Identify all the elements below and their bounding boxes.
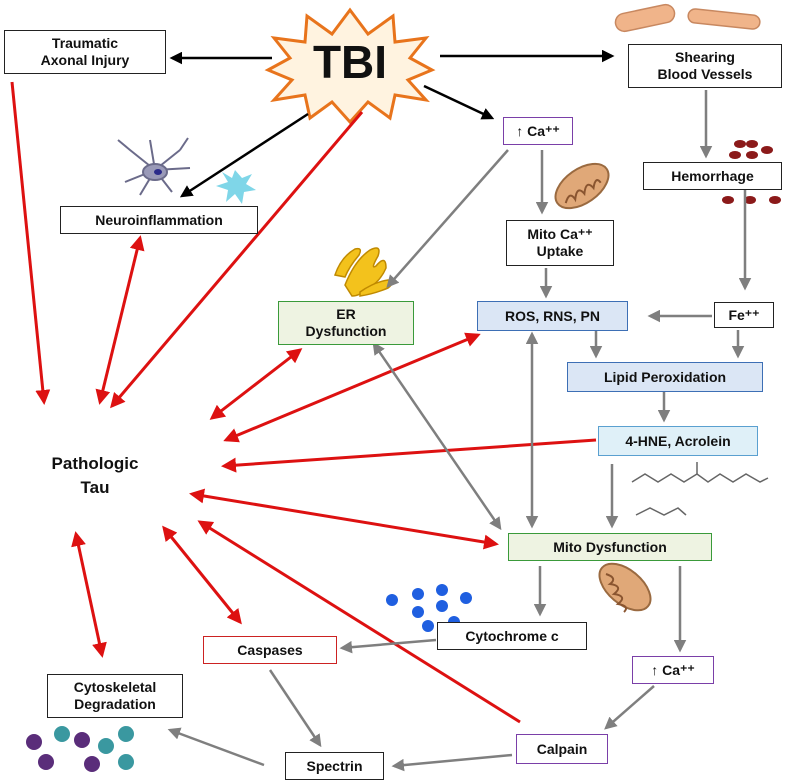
degradation-dot-icon [26, 726, 134, 772]
arrow-calpain-to-spectrin [391, 753, 513, 772]
aldehyde-structure-icon [631, 462, 769, 516]
blood-vessel-icon [614, 3, 761, 33]
red-blood-cell-icon [722, 140, 781, 204]
arrow-er-mito [372, 341, 502, 531]
node-ros-rns-pn: ROS, RNS, PN [477, 301, 628, 331]
arrow-caspases-tau [162, 525, 242, 625]
node-mito-ca-uptake: Mito Ca⁺⁺ Uptake [506, 220, 614, 266]
arrow-er-tau [209, 348, 303, 420]
gray-arrows [167, 90, 752, 772]
node-neuroinflammation: Neuroinflammation [60, 206, 258, 234]
node-fe: Fe⁺⁺ [714, 302, 774, 328]
node-mito-dysfunction: Mito Dysfunction [508, 533, 712, 561]
node-traumatic-axonal-injury: Traumatic Axonal Injury [4, 30, 166, 74]
node-cytoskeletal-degradation: Cytoskeletal Degradation [47, 674, 183, 718]
mitochondrion-icon [554, 162, 610, 210]
arrow-tbi-to-neuroinflammation [179, 112, 309, 198]
node-spectrin: Spectrin [285, 752, 384, 780]
node-hemorrhage: Hemorrhage [643, 162, 782, 190]
arrow-neuroinflammation-tau [95, 235, 145, 405]
glia-icon [216, 170, 256, 204]
node-er-dysfunction: ER Dysfunction [278, 301, 414, 345]
node-cytochrome-c: Cytochrome c [437, 622, 587, 650]
arrow-tai-to-tau [10, 81, 51, 405]
node-calpain: Calpain [516, 734, 608, 764]
arrow-caspases-to-spectrin [268, 669, 322, 748]
node-pathologic-tau: Pathologic Tau [51, 454, 139, 497]
node-caspases: Caspases [203, 636, 337, 664]
arrow-hne-to-tau [221, 438, 597, 473]
arrow-tbi-to-tau [110, 111, 364, 409]
arrow-calpain-to-tau [197, 520, 521, 724]
arrow-mito-tau [189, 488, 499, 550]
mitochondrion-icon [598, 562, 652, 613]
neuron-icon [117, 137, 191, 196]
arrow-ca-to-er [386, 149, 509, 288]
arrow-spectrin-to-cytoskeletal [167, 727, 265, 767]
arrow-cytochrome-to-caspases [339, 638, 437, 654]
arrow-tbi-to-ca [423, 84, 495, 120]
arrow-ca-to-calpain [604, 685, 655, 730]
arrow-ros-tau [223, 332, 481, 443]
arrow-cytoskeletal-tau [71, 531, 107, 658]
tbi-label: TBI [313, 36, 387, 88]
node-ca-increase-bottom: ↑ Ca⁺⁺ [632, 656, 714, 684]
node-ca-increase-top: ↑ Ca⁺⁺ [503, 117, 573, 145]
node-lipid-peroxidation: Lipid Peroxidation [567, 362, 763, 392]
er-icon [334, 247, 393, 297]
tbi-starburst-icon [264, 7, 436, 125]
node-shearing-blood-vessels: Shearing Blood Vessels [628, 44, 782, 88]
black-arrows [169, 49, 615, 198]
node-hne-acrolein: 4-HNE, Acrolein [598, 426, 758, 456]
